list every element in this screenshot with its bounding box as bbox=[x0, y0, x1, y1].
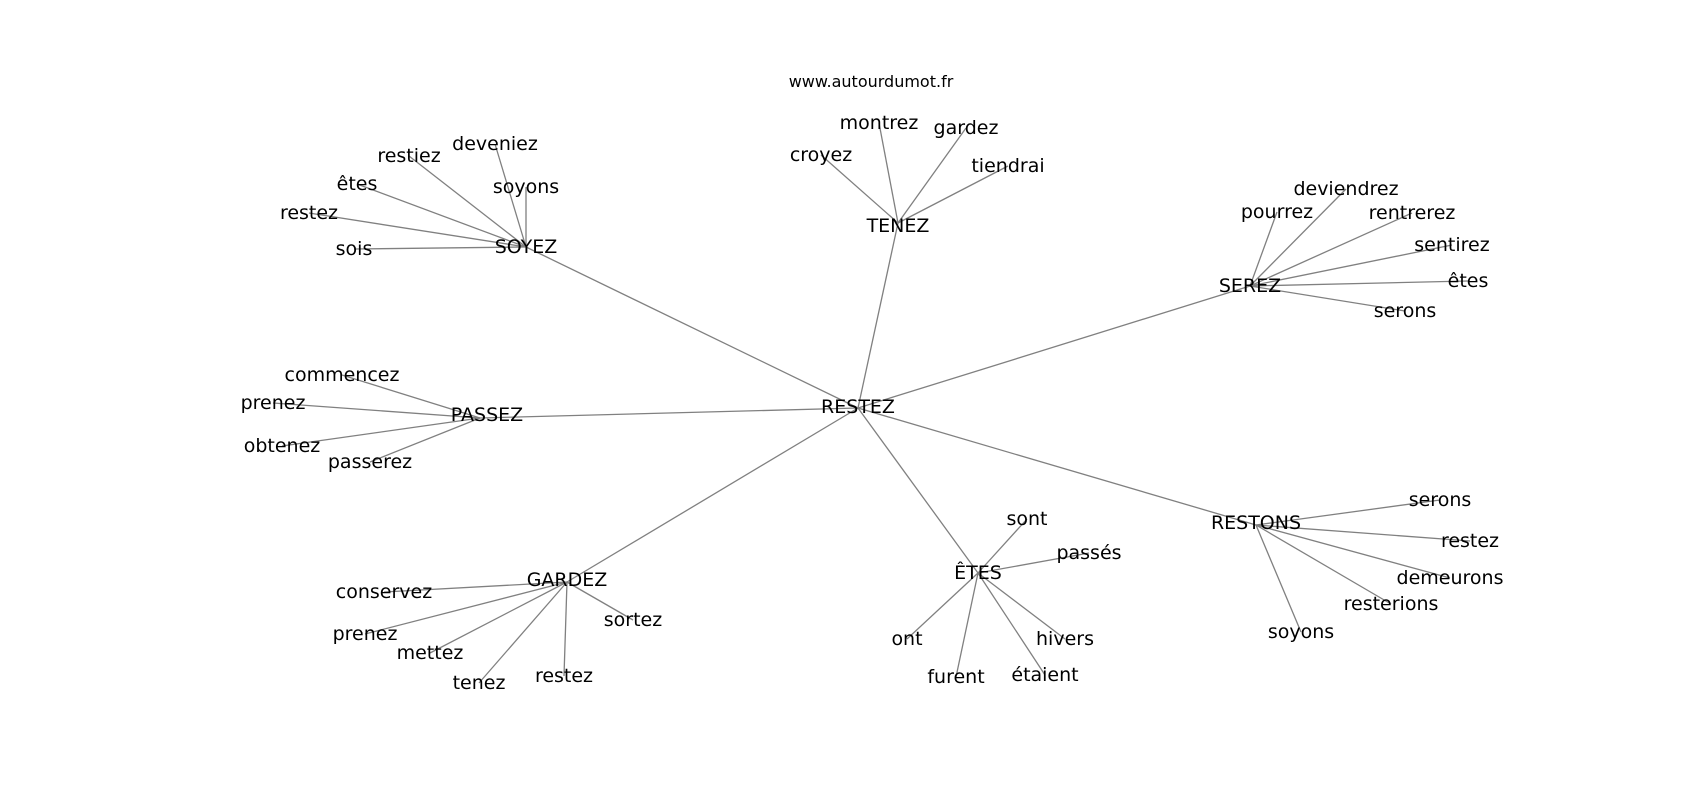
node-leaf-0-3: êtes bbox=[337, 173, 378, 195]
node-leaf-5-1: passés bbox=[1056, 542, 1121, 564]
edge-soyez-1 bbox=[408, 155, 527, 248]
node-leaf-5-2: hivers bbox=[1036, 628, 1094, 650]
node-leaf-5-0: sont bbox=[1006, 508, 1047, 530]
node-leaf-1-2: croyez bbox=[790, 144, 852, 166]
edge-center-serez bbox=[857, 285, 1251, 409]
edge-gardez-1 bbox=[364, 581, 568, 635]
node-leaf-0-1: restiez bbox=[377, 145, 440, 167]
edge-gardez-2 bbox=[429, 581, 568, 654]
node-leaf-5-4: furent bbox=[927, 666, 984, 688]
node-leaf-4-0: conservez bbox=[336, 581, 432, 603]
node-leaf-1-3: tiendrai bbox=[971, 155, 1044, 177]
edge-restons-3 bbox=[1255, 524, 1392, 605]
node-leaf-3-1: prenez bbox=[241, 392, 306, 414]
edge-tenez-0 bbox=[878, 122, 899, 224]
node-hub-6: RESTONS bbox=[1211, 512, 1301, 534]
edge-soyez-5 bbox=[353, 246, 527, 250]
node-leaf-2-4: êtes bbox=[1448, 270, 1489, 292]
node-leaf-4-2: mettez bbox=[397, 642, 464, 664]
node-hub-4: GARDEZ bbox=[527, 569, 608, 591]
edge-gardez-5 bbox=[566, 581, 634, 621]
node-leaf-5-3: étaient bbox=[1011, 664, 1078, 686]
node-leaf-6-1: restez bbox=[1441, 530, 1499, 552]
edge-passez-1 bbox=[272, 402, 481, 419]
edge-serez-2 bbox=[1249, 212, 1413, 287]
edge-soyez-3 bbox=[356, 183, 527, 248]
node-leaf-0-4: restez bbox=[280, 202, 338, 224]
edge-serez-1 bbox=[1249, 211, 1278, 287]
node-leaf-1-1: gardez bbox=[934, 117, 999, 139]
node-leaf-2-3: sentirez bbox=[1414, 234, 1489, 256]
edge-êtes-0 bbox=[977, 518, 1028, 574]
edge-serez-3 bbox=[1249, 244, 1453, 287]
edge-passez-0 bbox=[341, 374, 481, 419]
node-leaf-4-5: sortez bbox=[604, 609, 662, 631]
node-hub-5: ÊTES bbox=[954, 561, 1002, 584]
node-leaf-0-0: deveniez bbox=[452, 133, 538, 155]
edge-gardez-4 bbox=[563, 581, 568, 677]
edge-center-restons bbox=[857, 407, 1257, 526]
node-leaf-3-3: passerez bbox=[328, 451, 412, 473]
edge-tenez-2 bbox=[820, 154, 899, 224]
edge-serez-5 bbox=[1249, 285, 1406, 312]
node-center: RESTEZ bbox=[821, 396, 895, 418]
node-hub-2: SEREZ bbox=[1219, 275, 1281, 297]
edge-center-êtes bbox=[857, 407, 979, 574]
node-hub-3: PASSEZ bbox=[451, 404, 523, 426]
edge-restons-1 bbox=[1255, 524, 1471, 542]
edge-restons-2 bbox=[1255, 524, 1451, 579]
node-leaf-5-5: ont bbox=[891, 628, 922, 650]
edge-tenez-1 bbox=[897, 127, 967, 224]
edge-serez-0 bbox=[1249, 188, 1347, 287]
edge-êtes-4 bbox=[955, 572, 979, 678]
edge-passez-3 bbox=[369, 417, 481, 463]
edge-restons-4 bbox=[1255, 524, 1302, 633]
edge-center-tenez bbox=[857, 222, 899, 409]
edge-tenez-3 bbox=[897, 165, 1009, 224]
node-leaf-3-0: commencez bbox=[285, 364, 400, 386]
node-leaf-6-4: soyons bbox=[1268, 621, 1334, 643]
node-leaf-6-2: demeurons bbox=[1397, 567, 1504, 589]
watermark-text: www.autourdumot.fr bbox=[788, 72, 954, 91]
node-leaf-4-1: prenez bbox=[333, 623, 398, 645]
edge-êtes-3 bbox=[977, 572, 1046, 676]
node-hub-0: SOYEZ bbox=[495, 236, 558, 258]
node-leaf-4-4: restez bbox=[535, 665, 593, 687]
edge-serez-4 bbox=[1249, 280, 1469, 287]
edge-restons-0 bbox=[1255, 499, 1441, 526]
node-leaf-2-1: pourrez bbox=[1241, 201, 1313, 223]
edge-soyez-0 bbox=[494, 143, 527, 248]
node-leaf-2-0: deviendrez bbox=[1293, 178, 1398, 200]
edge-gardez-0 bbox=[383, 581, 568, 593]
edge-êtes-2 bbox=[977, 572, 1066, 640]
node-hub-1: TENEZ bbox=[866, 215, 930, 237]
node-leaf-6-0: serons bbox=[1409, 489, 1472, 511]
node-leaf-4-3: tenez bbox=[453, 672, 506, 694]
node-leaf-0-5: sois bbox=[336, 238, 373, 260]
node-leaf-1-0: montrez bbox=[840, 112, 919, 134]
node-leaf-2-2: rentrerez bbox=[1369, 202, 1456, 224]
node-leaf-3-2: obtenez bbox=[244, 435, 321, 457]
edge-center-gardez bbox=[566, 407, 859, 583]
edge-êtes-1 bbox=[977, 552, 1090, 574]
edge-êtes-5 bbox=[906, 572, 979, 640]
node-leaf-2-5: serons bbox=[1374, 300, 1437, 322]
edge-soyez-4 bbox=[308, 212, 527, 248]
edge-center-passez bbox=[479, 407, 859, 419]
node-leaf-0-2: soyons bbox=[493, 176, 559, 198]
edge-center-soyez bbox=[525, 246, 859, 409]
node-leaf-6-3: resterions bbox=[1344, 593, 1439, 615]
edge-gardez-3 bbox=[478, 581, 568, 684]
edge-passez-2 bbox=[281, 417, 481, 447]
